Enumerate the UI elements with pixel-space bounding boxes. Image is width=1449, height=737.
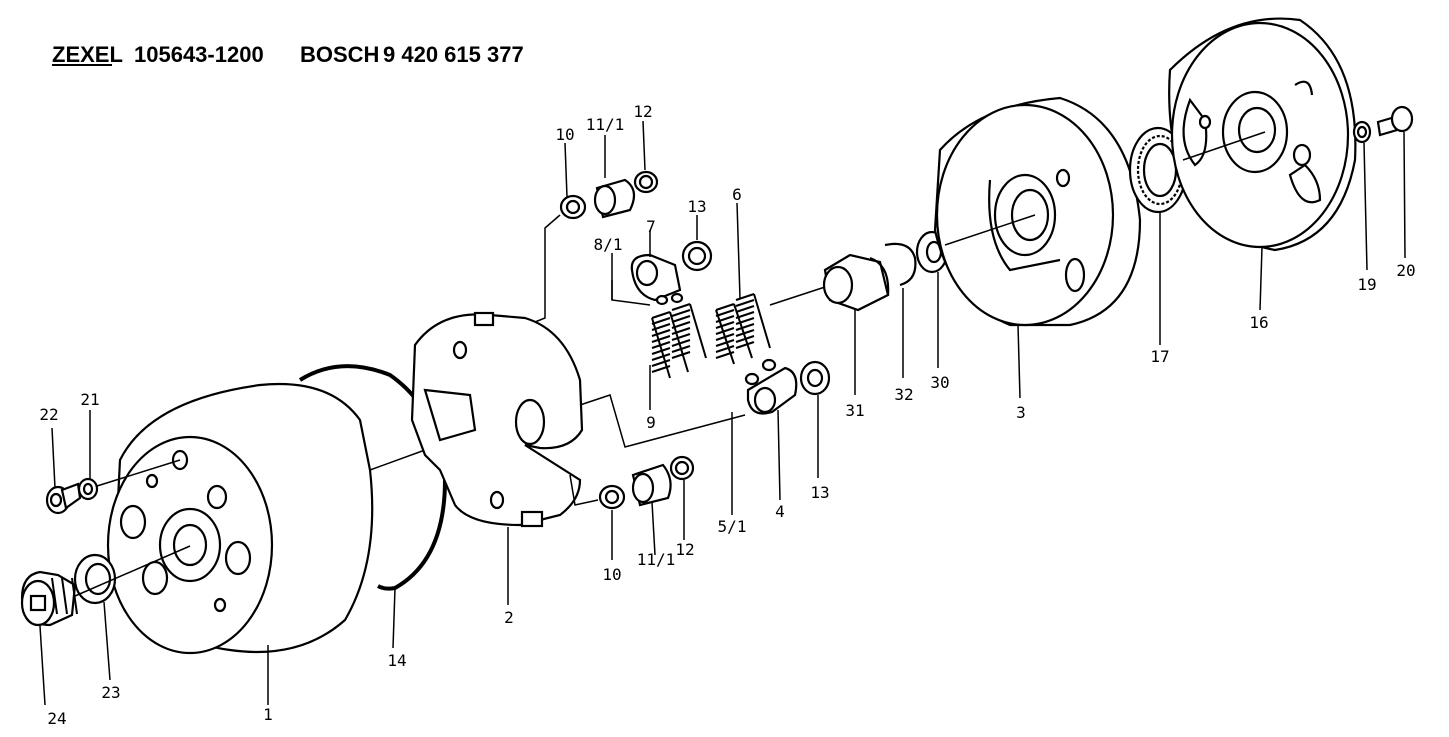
callout-7: 7 [646, 217, 656, 236]
callout-23: 23 [101, 683, 120, 702]
callout-12-bottom: 12 [675, 540, 694, 559]
bushing-set-bottom [569, 455, 695, 510]
callout-1: 1 [263, 705, 273, 724]
part-3-cover [933, 96, 1142, 327]
part-31-valve [769, 253, 890, 312]
callout-13-bottom: 13 [810, 483, 829, 502]
part-2-hub [410, 311, 584, 528]
callout-30: 30 [930, 373, 949, 392]
callout-2: 2 [504, 608, 514, 627]
part-20-screw [1376, 105, 1414, 137]
callout-10-bottom: 10 [602, 565, 621, 584]
callout-31: 31 [845, 401, 864, 420]
bushing-set-top [534, 170, 659, 323]
callout-21: 21 [80, 390, 99, 409]
callout-9: 9 [646, 413, 656, 432]
part-23-seal [73, 553, 117, 605]
callout-10-top: 10 [555, 125, 574, 144]
part-4-lever [579, 358, 831, 448]
part-1-housing [106, 382, 426, 655]
callout-11-1-top: 11/1 [586, 115, 625, 134]
part-24-plug [20, 545, 191, 627]
callout-6: 6 [732, 185, 742, 204]
part-21-washer [77, 477, 99, 501]
part-19-washer [1352, 120, 1372, 144]
callout-11-1-bottom: 11/1 [637, 550, 676, 569]
callout-19: 19 [1357, 275, 1376, 294]
part-6-springs [715, 293, 771, 365]
callout-22: 22 [39, 405, 58, 424]
callout-12-top: 12 [633, 102, 652, 121]
zexel-number: 105643-1200 [134, 42, 264, 67]
callout-17: 17 [1150, 347, 1169, 366]
part-9-springs [611, 280, 707, 379]
part-32-o-ring [884, 242, 917, 287]
callout-24: 24 [47, 709, 66, 728]
callout-8-1: 8/1 [594, 235, 623, 254]
callout-13-top: 13 [687, 197, 706, 216]
callout-16: 16 [1249, 313, 1268, 332]
callout-14: 14 [387, 651, 406, 670]
zexel-label: ZEXEL [52, 42, 123, 67]
callout-20: 20 [1396, 261, 1415, 280]
callout-labels: 10 11/1 12 13 7 8/1 6 9 5/1 4 13 10 11/1… [39, 102, 1415, 728]
leader-lines [39, 120, 1406, 706]
bosch-number: 9 420 615 377 [383, 42, 524, 67]
part-7-lever [630, 240, 713, 306]
callout-3: 3 [1016, 403, 1026, 422]
callout-5-1: 5/1 [718, 517, 747, 536]
header: ZEXEL 105643-1200 BOSCH 9 420 615 377 [52, 42, 524, 67]
callout-32: 32 [894, 385, 913, 404]
part-22-screw [45, 459, 181, 515]
bosch-label: BOSCH [300, 42, 379, 67]
part-16-end-plate [1168, 17, 1357, 252]
callout-4: 4 [775, 502, 785, 521]
